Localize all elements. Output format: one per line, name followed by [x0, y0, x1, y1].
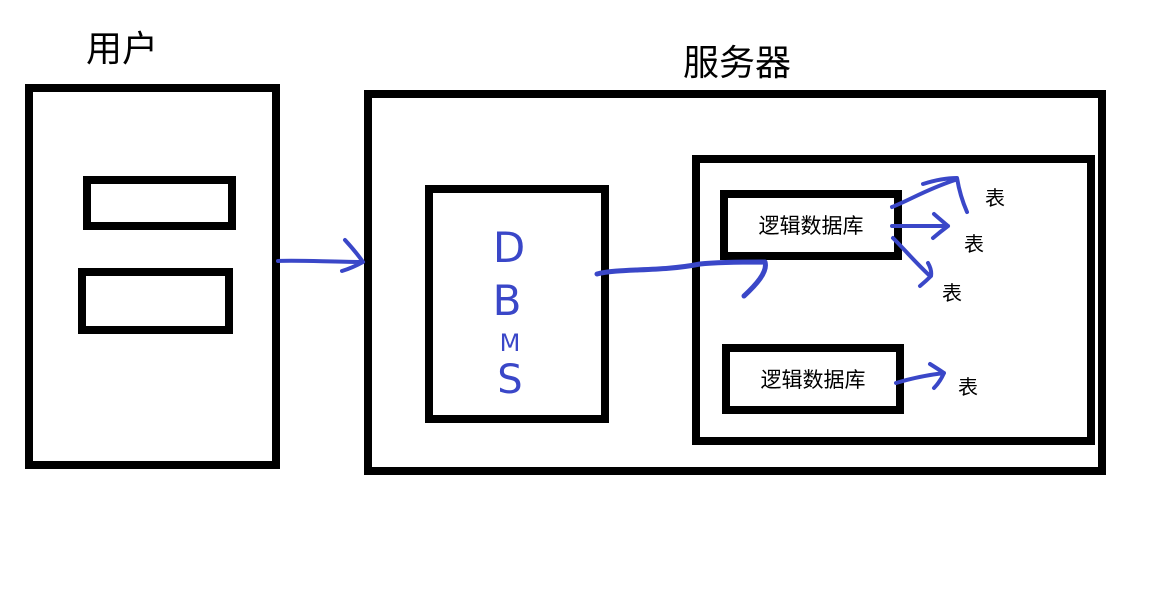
logical-database-2: 逻辑数据库	[722, 344, 904, 414]
table-label-4: 表	[958, 375, 978, 399]
storage-box: 逻辑数据库 逻辑数据库	[692, 155, 1095, 445]
user-client-field-2	[78, 268, 233, 334]
logical-database-1-label: 逻辑数据库	[758, 214, 864, 238]
table-label-1: 表	[985, 186, 1005, 210]
dbms-box	[425, 185, 609, 423]
arrow-user-to-server	[276, 238, 365, 273]
table-label-3: 表	[942, 281, 962, 305]
logical-database-1: 逻辑数据库	[720, 190, 902, 260]
server-box: 逻辑数据库 逻辑数据库	[364, 90, 1106, 475]
user-title: 用户	[86, 29, 159, 70]
logical-database-2-label: 逻辑数据库	[760, 368, 866, 392]
user-client-field-1	[83, 176, 236, 230]
user-client-box	[25, 84, 280, 469]
server-title: 服务器	[683, 43, 792, 84]
table-label-2: 表	[964, 232, 984, 256]
